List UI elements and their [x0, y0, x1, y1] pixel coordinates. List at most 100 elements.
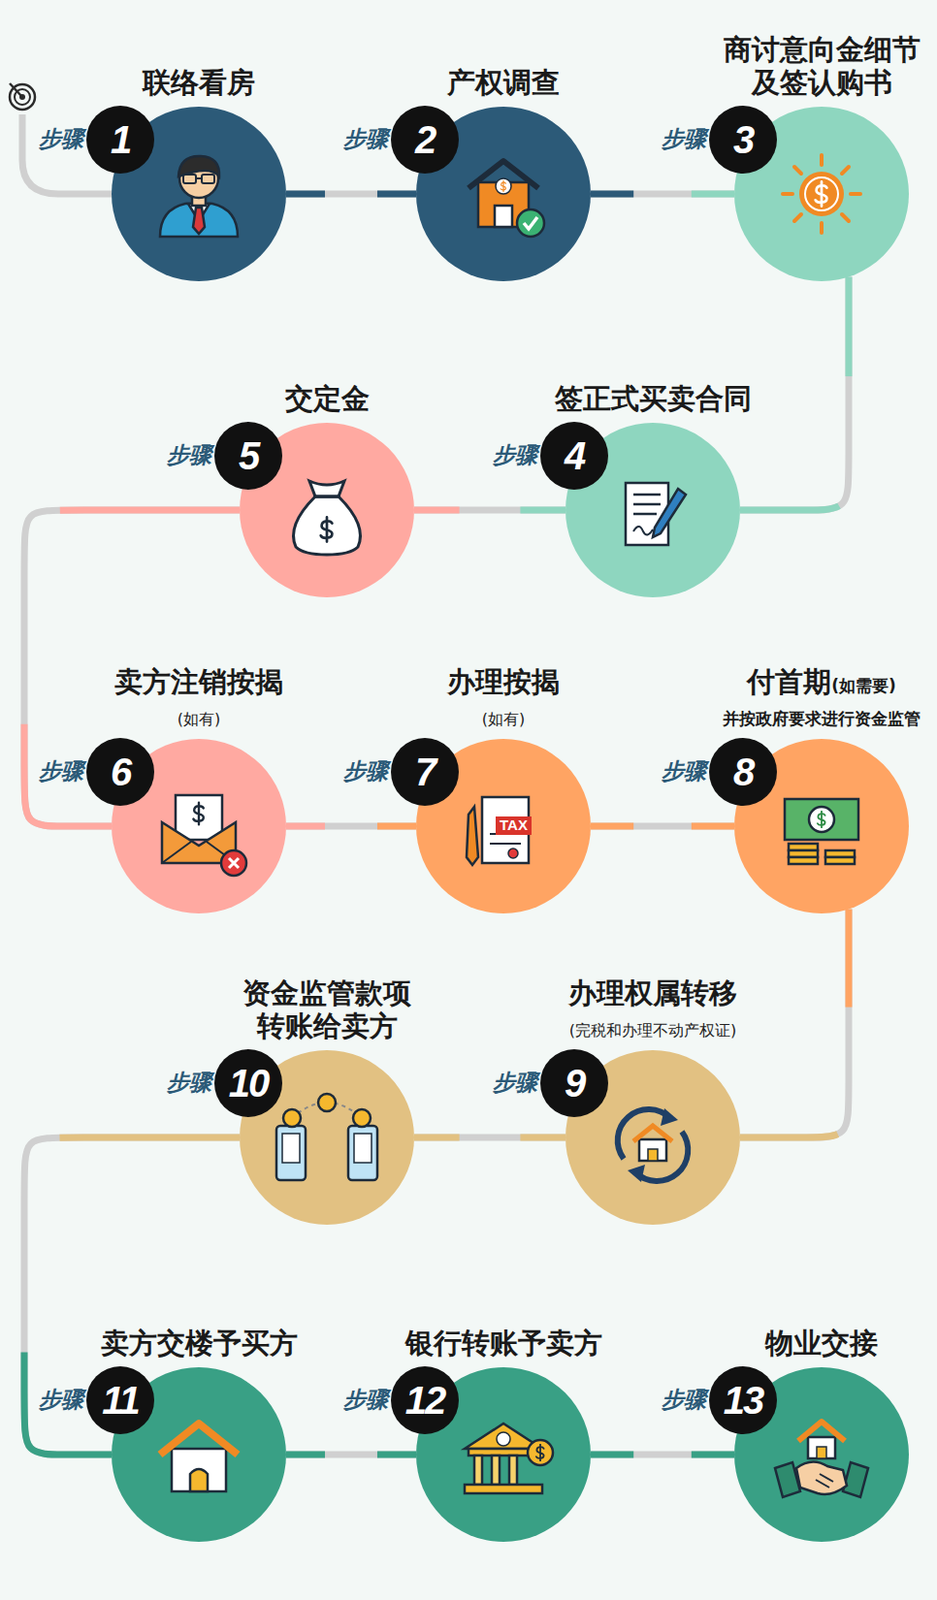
step-label: 步骤	[492, 1069, 538, 1096]
step-title-text: 签正式买卖合同	[554, 382, 752, 416]
step-circle: 商讨意向金细节 及签认购书步骤3	[734, 106, 909, 282]
callout-number: 10	[228, 1062, 269, 1106]
connector	[740, 277, 849, 511]
title-line: 卖方交楼予买方	[100, 1327, 298, 1360]
contract-icon	[625, 483, 686, 546]
step-note-text: (如需要)	[831, 676, 897, 696]
step-title-text: 卖方交楼予买方	[100, 1326, 298, 1360]
step-circle: 资金监管款项 转账给卖方步骤10	[239, 1050, 415, 1226]
title-line: (如有)	[447, 699, 560, 732]
handshake-icon	[775, 1421, 869, 1498]
tax-label: TAX	[495, 816, 532, 836]
title-line: 并按政府要求进行资金监管	[722, 699, 921, 732]
connector-accent	[590, 823, 735, 831]
title-line: 办理按揭	[447, 666, 560, 699]
step-badge: 9	[540, 1049, 609, 1118]
step-title: 产权调查	[447, 66, 560, 99]
connector-accent	[286, 191, 417, 198]
step-circle: 办理权属转移(完税和办理不动产权证)步骤9	[565, 1050, 741, 1226]
step-title-text: 商讨意向金细节 及签认购书	[723, 32, 921, 98]
title-line: 产权调查	[447, 66, 560, 99]
title-line: 银行转账予卖方	[405, 1327, 603, 1360]
step-note-text: (如有)	[177, 710, 221, 729]
connector	[286, 826, 417, 828]
envelope-icon	[161, 795, 247, 876]
step-label: 步骤	[661, 758, 707, 784]
step-title: 付首期(如需要)并按政府要求进行资金监管	[722, 666, 921, 732]
step-title: 商讨意向金细节 及签认购书	[718, 33, 925, 99]
step-circle: 付首期(如需要)并按政府要求进行资金监管步骤8	[734, 739, 909, 914]
connector-line	[590, 823, 735, 831]
connector-line	[414, 1134, 566, 1142]
title-line: 办理权属转移	[568, 977, 738, 1010]
connector-accent	[286, 191, 417, 198]
step-badge: 1	[86, 105, 155, 174]
step-badge: 5	[214, 421, 283, 490]
title-line: 签正式买卖合同	[554, 383, 752, 416]
house-icon	[160, 1423, 238, 1492]
step-title-text: 办理按揭	[447, 665, 560, 699]
step-label-box: 步骤	[166, 1067, 212, 1099]
connector-accent	[286, 823, 417, 831]
step-title: 联络看房	[142, 66, 256, 99]
connector-accent	[414, 1134, 566, 1142]
step-circle: 物业交接步骤13	[734, 1367, 909, 1543]
connector-accent	[590, 1452, 735, 1459]
step-badge: 11	[86, 1366, 155, 1435]
transfer-house-icon	[617, 1108, 689, 1183]
callout-number: 6	[110, 750, 130, 795]
step-title-text: 付首期	[746, 665, 832, 699]
step-title: 物业交接	[765, 1327, 878, 1360]
step-title-text: 产权调查	[447, 65, 560, 99]
step-title-text: 卖方注销按揭	[114, 665, 284, 699]
step-title-text: 联络看房	[142, 65, 256, 99]
callout-number: 9	[564, 1062, 584, 1106]
connector-accent	[286, 823, 417, 831]
connector-line	[286, 191, 417, 198]
step-badge: 13	[709, 1366, 777, 1435]
cash-icon	[784, 799, 859, 865]
step-label-box: 步骤	[343, 756, 388, 787]
connector-line	[740, 277, 849, 511]
title-line: 付首期(如需要)	[722, 666, 921, 699]
step-label: 步骤	[38, 758, 84, 784]
step-badge: 4	[540, 421, 609, 490]
step-badge: 3	[709, 105, 777, 174]
connector-accent	[590, 191, 735, 198]
step-label-box: 步骤	[661, 756, 707, 787]
title-line: 物业交接	[765, 1327, 878, 1360]
step-circle: 卖方注销按揭(如有)步骤6	[111, 739, 287, 914]
step-label-box: 步骤	[38, 1385, 84, 1416]
title-line: (如有)	[114, 699, 284, 732]
step-circle: 签正式买卖合同步骤4	[565, 422, 741, 598]
step-label: 步骤	[343, 1387, 388, 1413]
step-circle: 卖方交楼予买方步骤11	[111, 1367, 287, 1543]
connector-accent	[414, 1134, 566, 1142]
step-label: 步骤	[661, 1387, 707, 1413]
connector-line	[286, 823, 417, 831]
step-badge: 12	[390, 1366, 459, 1435]
step-circle: 产权调查步骤2	[416, 106, 591, 282]
dollar-sun-icon	[782, 155, 861, 233]
step-label-box: 步骤	[343, 1385, 388, 1416]
connector-line	[286, 1452, 417, 1459]
connector	[414, 510, 566, 512]
step-label: 步骤	[661, 126, 707, 152]
connector	[590, 193, 735, 195]
connector-line	[590, 191, 735, 198]
callout-number: 11	[101, 1379, 139, 1423]
step-badge: 2	[390, 105, 459, 174]
callout-number: 3	[733, 118, 753, 162]
step-title-text: 物业交接	[765, 1326, 878, 1360]
callout-number: 1	[110, 118, 130, 162]
connector	[286, 193, 417, 195]
step-label-box: 步骤	[492, 440, 538, 471]
connector-accent	[414, 507, 566, 515]
step-label: 步骤	[343, 126, 388, 152]
connector-accent	[590, 823, 735, 831]
connector	[286, 1454, 417, 1456]
step-label: 步骤	[38, 1387, 84, 1413]
step-circle: 交定金步骤5	[239, 422, 415, 598]
step-label: 步骤	[166, 442, 212, 468]
